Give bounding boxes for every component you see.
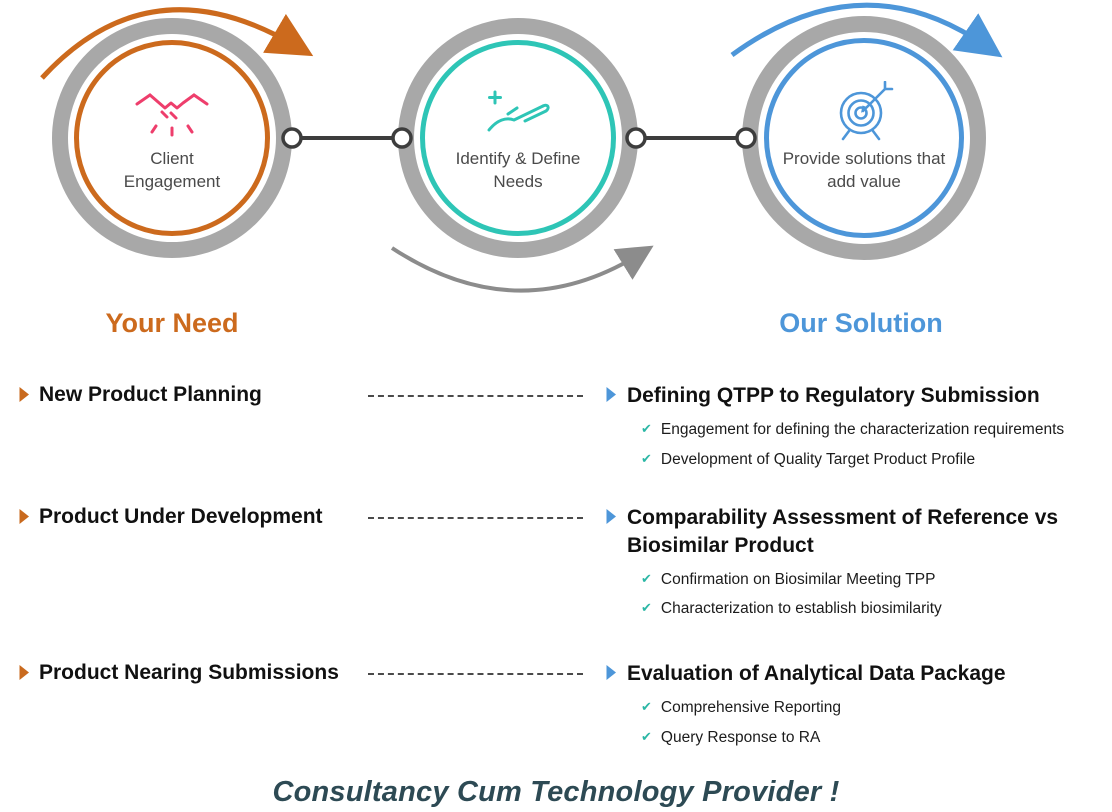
solution-label: Evaluation of Analytical Data Package bbox=[627, 661, 1006, 685]
handshake-icon bbox=[133, 82, 211, 140]
need-item: New Product Planning bbox=[18, 382, 368, 408]
check-icon: ✔ bbox=[641, 450, 652, 466]
chevron-right-icon bbox=[605, 664, 617, 686]
point-label: Comprehensive Reporting bbox=[660, 699, 841, 717]
solution-item: Defining QTPP to Regulatory Submission ✔… bbox=[583, 382, 1112, 478]
point-label: Development of Quality Target Product Pr… bbox=[660, 450, 976, 468]
solution-point: ✔ Query Response to RA bbox=[641, 727, 1112, 749]
target-icon bbox=[833, 81, 895, 141]
tagline: Consultancy Cum Technology Provider ! bbox=[272, 776, 840, 808]
point-label: Confirmation on Biosimilar Meeting TPP bbox=[660, 570, 936, 588]
chevron-right-icon bbox=[18, 386, 30, 408]
step-client-engagement: Client Engagement bbox=[52, 18, 292, 258]
solution-item: Evaluation of Analytical Data Package ✔ … bbox=[583, 660, 1112, 756]
point-label: Characterization to establish biosimilar… bbox=[660, 600, 942, 618]
process-flow: Client Engagement Identify & Define Need… bbox=[0, 0, 1112, 352]
mapping-row-new-product-planning: New Product Planning Defining QTPP to Re… bbox=[18, 382, 1112, 478]
solution-label: Defining QTPP to Regulatory Submission bbox=[627, 384, 1040, 407]
solution-label: Comparability Assessment of Reference vs… bbox=[627, 506, 1059, 557]
step-identify-define-needs: Identify & Define Needs bbox=[398, 18, 638, 258]
step-label: Identify & Define Needs bbox=[455, 149, 581, 191]
need-item: Product Under Development bbox=[18, 504, 368, 530]
point-label: Query Response to RA bbox=[660, 728, 821, 746]
offering-hand-icon bbox=[479, 82, 557, 140]
orange-ring: Client Engagement bbox=[74, 40, 270, 236]
solution-point: ✔ Engagement for defining the characteri… bbox=[641, 419, 1112, 441]
need-label: Product Nearing Submissions bbox=[39, 660, 339, 684]
solution-points: ✔ Confirmation on Biosimilar Meeting TPP… bbox=[641, 569, 1112, 621]
blue-ring: Provide solutions that add value bbox=[764, 38, 964, 238]
check-icon: ✔ bbox=[641, 421, 652, 437]
chevron-right-icon bbox=[18, 508, 30, 530]
chevron-right-icon bbox=[605, 386, 617, 408]
step-label: Client Engagement bbox=[123, 149, 221, 191]
need-item: Product Nearing Submissions bbox=[18, 660, 368, 686]
our-solution-title: Our Solution bbox=[779, 308, 943, 338]
step-label: Provide solutions that add value bbox=[782, 149, 946, 191]
chevron-right-icon bbox=[18, 664, 30, 686]
check-icon: ✔ bbox=[641, 570, 652, 586]
check-icon: ✔ bbox=[641, 699, 652, 715]
need-label: New Product Planning bbox=[39, 383, 262, 406]
point-label: Engagement for defining the characteriza… bbox=[660, 421, 1065, 439]
dashed-connector bbox=[368, 517, 583, 520]
solution-point: ✔ Characterization to establish biosimil… bbox=[641, 598, 1112, 620]
solution-point: ✔ Development of Quality Target Product … bbox=[641, 449, 1112, 471]
mapping-row-product-nearing-submissions: Product Nearing Submissions Evaluation o… bbox=[18, 660, 1112, 756]
chevron-right-icon bbox=[605, 508, 617, 530]
dashed-connector bbox=[368, 395, 583, 397]
check-icon: ✔ bbox=[641, 728, 652, 744]
teal-ring: Identify & Define Needs bbox=[420, 40, 616, 236]
solution-point: ✔ Comprehensive Reporting bbox=[641, 697, 1112, 719]
step-provide-solutions: Provide solutions that add value bbox=[742, 16, 986, 260]
solution-points: ✔ Comprehensive Reporting ✔ Query Respon… bbox=[641, 697, 1112, 749]
need-solution-mapping: New Product Planning Defining QTPP to Re… bbox=[0, 352, 1112, 756]
solution-points: ✔ Engagement for defining the characteri… bbox=[641, 419, 1112, 471]
solution-item: Comparability Assessment of Reference vs… bbox=[583, 504, 1112, 628]
dashed-connector bbox=[368, 672, 583, 675]
check-icon: ✔ bbox=[641, 600, 652, 616]
mapping-row-product-under-development: Product Under Development Comparability … bbox=[18, 504, 1112, 628]
need-label: Product Under Development bbox=[39, 505, 323, 529]
your-need-title: Your Need bbox=[105, 308, 239, 338]
solution-point: ✔ Confirmation on Biosimilar Meeting TPP bbox=[641, 569, 1112, 591]
